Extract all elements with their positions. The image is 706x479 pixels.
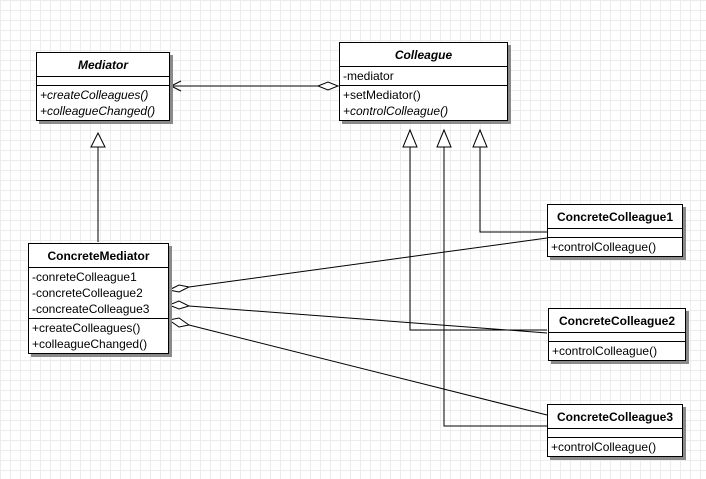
generalization-line-cc1 <box>479 147 547 233</box>
operation: +setMediator() <box>343 88 421 102</box>
operation: +controlColleague() <box>552 344 658 358</box>
class-name: ConcreteColleague2 <box>549 309 685 333</box>
attributes-section: -mediator <box>340 67 507 86</box>
attribute: -conreteColleague1 <box>32 270 137 284</box>
class-name: ConcreteMediator <box>29 244 168 268</box>
aggregation-diamond <box>316 81 340 91</box>
attributes-section: -conreteColleague1 -concreteColleague2 -… <box>29 268 168 319</box>
attributes-section <box>549 333 685 342</box>
operations-section: +controlColleague() <box>549 342 685 360</box>
aggregation-diamond <box>167 317 191 328</box>
operations-section: +createColleagues() +colleagueChanged() <box>29 319 168 353</box>
class-concrete-colleague3[interactable]: ConcreteColleague3 +controlColleague() <box>547 404 683 457</box>
operation: +colleagueChanged() <box>32 337 148 351</box>
operations-section: +controlColleague() <box>548 238 682 256</box>
aggregation-line-cc3 <box>188 324 548 416</box>
class-name: ConcreteColleague1 <box>548 205 682 229</box>
operation: +createColleagues() <box>40 88 149 102</box>
attributes-section <box>548 229 682 238</box>
attributes-section <box>548 429 682 438</box>
aggregation-diamond <box>167 300 191 310</box>
operation: +controlColleague() <box>551 240 657 254</box>
generalization-triangle <box>472 128 488 148</box>
attribute: -mediator <box>343 69 394 83</box>
operation: +controlColleague() <box>343 104 449 118</box>
class-name: Mediator <box>37 53 169 77</box>
class-concrete-mediator[interactable]: ConcreteMediator -conreteColleague1 -con… <box>28 243 169 354</box>
attribute: -concreteColleague2 <box>32 286 143 300</box>
aggregation-line-cc1 <box>188 237 548 288</box>
generalization-triangle <box>402 128 418 148</box>
class-mediator[interactable]: Mediator +createColleagues() +colleagueC… <box>36 52 170 121</box>
operation: +createColleagues() <box>32 321 141 335</box>
generalization-triangle <box>436 128 452 148</box>
generalization-line-cc2 <box>409 147 547 331</box>
operations-section: +createColleagues() +colleagueChanged() <box>37 86 169 120</box>
class-name: Colleague <box>340 43 507 67</box>
class-name: ConcreteColleague3 <box>548 405 682 429</box>
aggregation-diamond <box>167 284 191 293</box>
attributes-section <box>37 77 169 86</box>
operation: +colleagueChanged() <box>40 104 156 118</box>
class-concrete-colleague2[interactable]: ConcreteColleague2 +controlColleague() <box>548 308 686 361</box>
class-colleague[interactable]: Colleague -mediator +setMediator() +cont… <box>339 42 508 121</box>
class-concrete-colleague1[interactable]: ConcreteColleague1 +controlColleague() <box>547 204 683 257</box>
generalization-line-cc3 <box>443 147 547 427</box>
operations-section: +setMediator() +controlColleague() <box>340 86 507 120</box>
attribute: -concreateColleague3 <box>32 302 150 316</box>
arrowhead-open <box>169 80 182 92</box>
generalization-triangle <box>90 131 106 148</box>
operation: +controlColleague() <box>551 440 657 454</box>
aggregation-line-cc2 <box>188 305 548 334</box>
operations-section: +controlColleague() <box>548 438 682 456</box>
